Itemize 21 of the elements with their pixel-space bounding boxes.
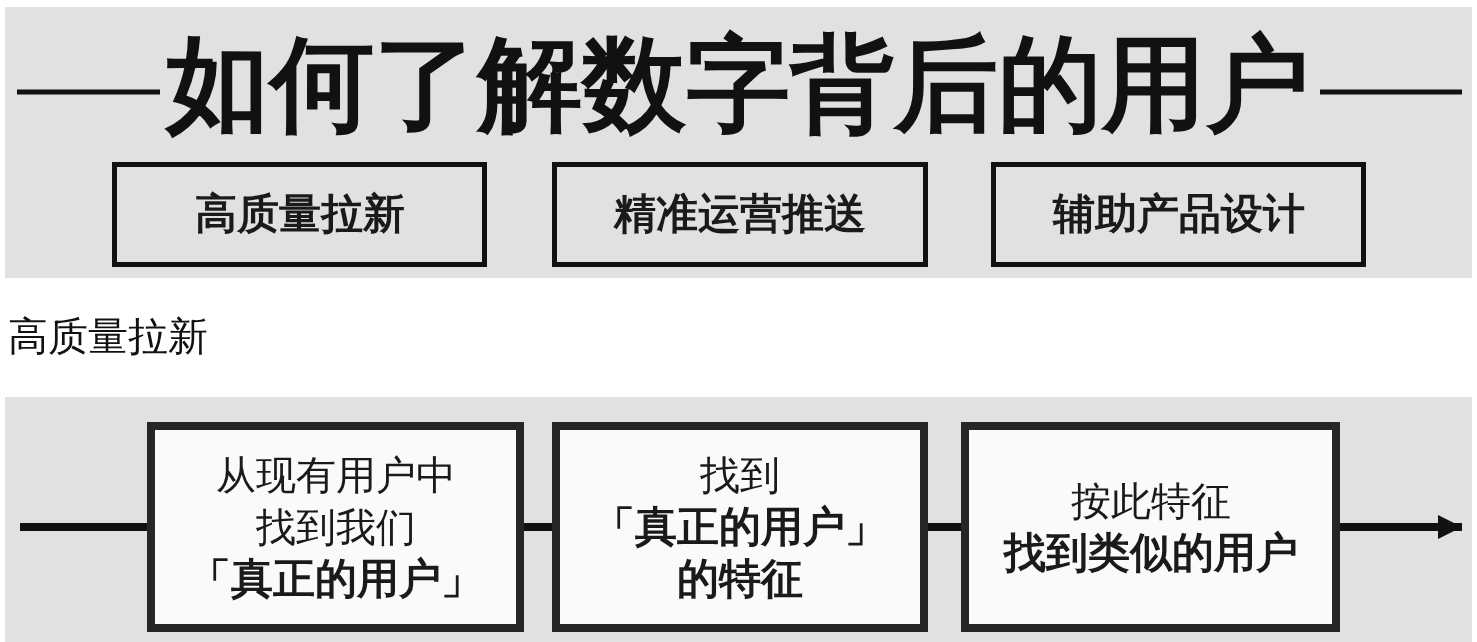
- section-heading: 高质量拉新: [8, 313, 208, 361]
- topic-label: 高质量拉新: [194, 189, 405, 240]
- step-box: [552, 422, 928, 632]
- step-box: [147, 422, 524, 632]
- step-highlight: 「真正的用户」的特征: [592, 500, 888, 605]
- topic-box: [991, 162, 1366, 267]
- step-highlight: 「真正的用户」: [188, 552, 483, 605]
- step-box: [961, 422, 1340, 632]
- panel-background: [5, 397, 1472, 642]
- topic-box: [552, 162, 928, 267]
- step-text: 找到: [700, 450, 780, 500]
- topic-box: [112, 162, 487, 267]
- connector-line: [524, 523, 552, 531]
- topic-label: 精准运营推送: [614, 189, 866, 240]
- panel-background: [5, 7, 1472, 278]
- topic-label: 辅助产品设计: [1052, 189, 1305, 240]
- connector-line: [928, 523, 961, 531]
- step-text: 按此特征: [1070, 476, 1231, 526]
- step-highlight: 找到类似的用户: [1003, 526, 1298, 579]
- step-text: 从现有用户中找到我们: [214, 450, 457, 552]
- title: 如何了解数字背后的用户: [166, 30, 1310, 140]
